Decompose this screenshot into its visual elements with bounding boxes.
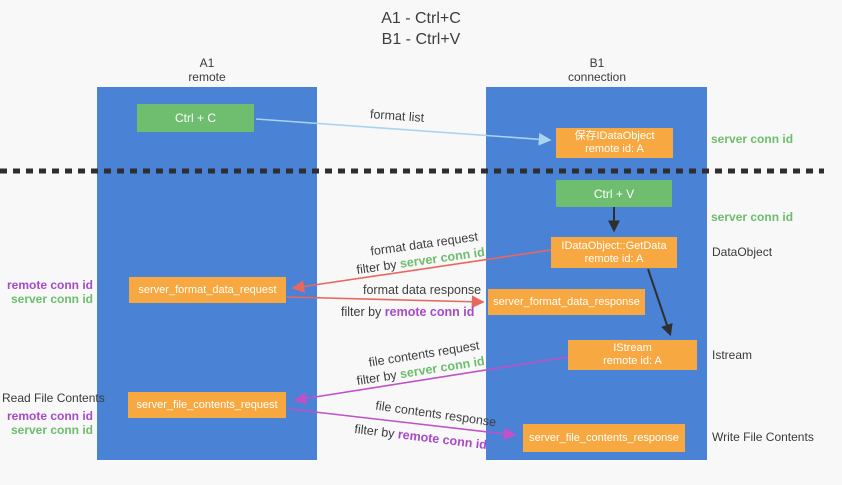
read-file-contents-label: Read File Contents xyxy=(2,391,105,405)
file-conn-id-group: Read File Contents remote conn id server… xyxy=(2,391,105,437)
column-header-b1: B1 connection xyxy=(537,56,657,84)
filter-by-remote-conn-id-file-label: filter by remote conn id xyxy=(354,422,488,452)
node-server-format-data-request: server_format_data_request xyxy=(129,277,286,303)
remote-conn-id-format-label: remote conn id xyxy=(6,278,93,292)
filter-by-remote-conn-id-format-label: filter by remote conn id xyxy=(341,305,474,319)
node-server-file-contents-response-label: server_file_contents_response xyxy=(529,431,679,444)
node-istream: IStream remote id: A xyxy=(568,340,697,370)
node-ctrl-c-label: Ctrl + C xyxy=(174,111,216,125)
node-server-format-data-response: server_format_data_response xyxy=(488,289,645,315)
node-server-format-data-response-label: server_format_data_response xyxy=(493,295,640,308)
server-conn-id-file-label: server conn id xyxy=(10,423,93,437)
column-a1-name: A1 xyxy=(199,56,215,70)
server-conn-id-mid-label: server conn id xyxy=(711,210,794,224)
node-save-idataobject-line1: 保存IDataObject xyxy=(574,130,655,142)
filter-prefix: filter by xyxy=(353,421,396,441)
node-save-idataobject: 保存IDataObject remote id: A xyxy=(556,128,673,158)
title-line-1: A1 - Ctrl+C xyxy=(381,10,461,27)
column-a1-subtitle: remote xyxy=(188,70,226,84)
filter-prefix: filter by xyxy=(341,305,382,319)
title-line-2: B1 - Ctrl+V xyxy=(381,31,461,48)
node-save-idataobject-line2: remote id: A xyxy=(585,143,644,155)
server-conn-id-format-label: server conn id xyxy=(10,292,93,306)
node-ctrl-c: Ctrl + C xyxy=(137,104,254,132)
node-idataobject-getdata-line2: remote id: A xyxy=(584,252,644,265)
format-conn-id-group: remote conn id server conn id xyxy=(2,278,93,306)
filter-prefix: filter by xyxy=(355,367,398,389)
format-data-response-label: format data response xyxy=(363,283,482,297)
remote-conn-id-file-label: remote conn id xyxy=(6,409,93,423)
format-list-label: format list xyxy=(369,107,425,125)
node-idataobject-getdata-line1: IDataObject::GetData xyxy=(561,239,667,252)
dataobject-label: DataObject xyxy=(712,245,773,259)
column-b1-name: B1 xyxy=(589,56,605,70)
server-conn-id-top-label: server conn id xyxy=(711,132,794,146)
filter-prefix: filter by xyxy=(355,257,398,277)
node-ctrl-v-label: Ctrl + V xyxy=(593,186,635,201)
node-server-file-contents-request-label: server_file_contents_request xyxy=(136,398,278,411)
node-server-file-contents-response: server_file_contents_response xyxy=(523,424,685,452)
node-server-file-contents-request: server_file_contents_request xyxy=(128,392,286,418)
node-idataobject-getdata: IDataObject::GetData remote id: A xyxy=(551,237,677,268)
column-header-a1: A1 remote xyxy=(147,56,267,84)
node-istream-line1: IStream xyxy=(613,342,652,354)
istream-label: Istream xyxy=(712,348,753,362)
node-istream-line2: remote id: A xyxy=(603,355,662,367)
diagram-title: A1 - Ctrl+C B1 - Ctrl+V xyxy=(321,8,521,50)
node-server-format-data-request-label: server_format_data_request xyxy=(138,283,277,296)
filter-keyword: remote conn id xyxy=(384,305,475,319)
node-ctrl-v: Ctrl + V xyxy=(556,180,672,207)
column-b1-subtitle: connection xyxy=(567,70,627,84)
write-file-contents-label: Write File Contents xyxy=(712,430,814,444)
file-contents-response-label: file contents response xyxy=(374,398,497,430)
filter-keyword: remote conn id xyxy=(397,427,488,453)
